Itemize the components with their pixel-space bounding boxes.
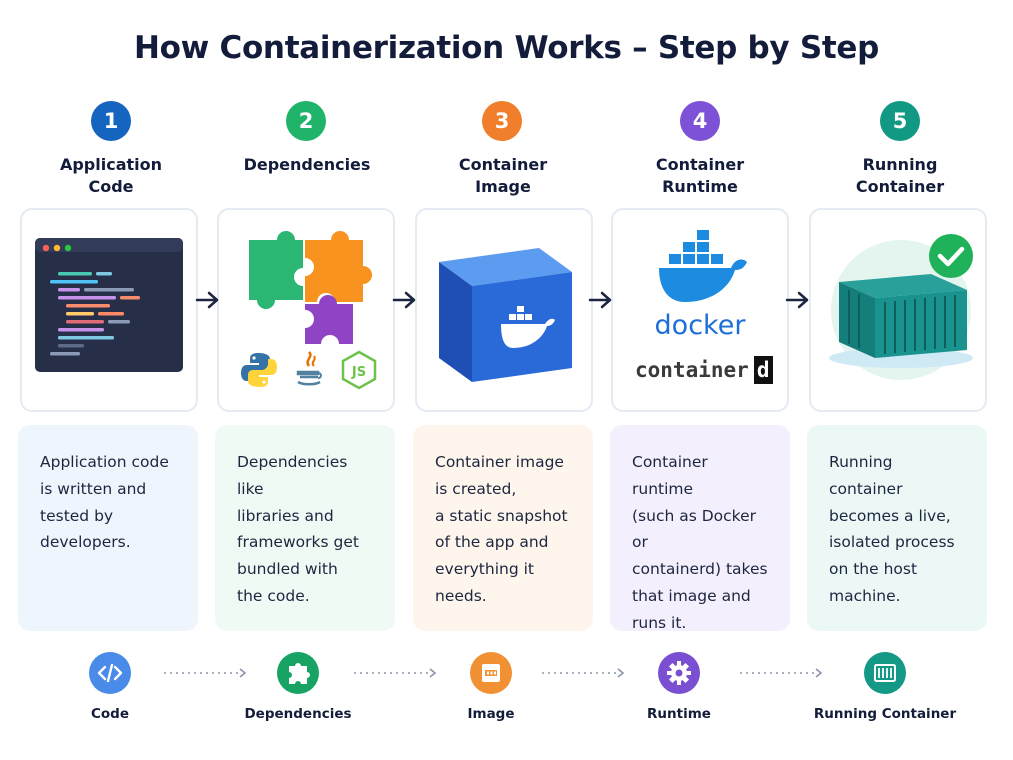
- step-number-1: 1: [91, 101, 131, 141]
- arrow-right-icon: [588, 291, 612, 309]
- bottom-label-runtime: Runtime: [647, 706, 711, 722]
- arrow-right-icon: [785, 291, 809, 309]
- description-card-4: Container runtime (such as Docker or con…: [610, 425, 790, 632]
- svg-text:JS: JS: [351, 365, 366, 380]
- step-number-5: 5: [880, 101, 920, 141]
- step-number-2: 2: [286, 101, 326, 141]
- bottom-label-code: Code: [90, 706, 129, 722]
- page-title: How Containerization Works – Step by Ste…: [134, 30, 879, 66]
- python-logo-icon: [241, 353, 277, 387]
- step-label-4: Container Runtime: [655, 155, 745, 196]
- containerd-logo: container d: [635, 356, 773, 390]
- icon-card-dependencies: JS: [217, 208, 395, 412]
- description-card-1: Application code is written and tested b…: [18, 425, 198, 631]
- step-label-5: Running Container: [855, 155, 945, 196]
- step-number-3: 3: [482, 101, 522, 141]
- dotted-arrow-icon: [354, 668, 437, 678]
- java-logo-icon: [296, 351, 322, 386]
- icon-card-container-runtime: docker container d: [611, 208, 789, 412]
- dotted-arrow-icon: [164, 668, 247, 678]
- code-editor-icon: [35, 238, 183, 372]
- step-label-2: Dependencies: [243, 155, 371, 174]
- step-label-3: Container Image: [458, 155, 548, 196]
- arrow-right-icon: [195, 291, 219, 309]
- icon-card-application-code: [20, 208, 198, 412]
- image-cube-icon: [439, 248, 572, 382]
- step-label-1: Application Code: [59, 155, 163, 196]
- description-card-3: Container image is created, a static sna…: [413, 425, 593, 631]
- dotted-arrow-icon: [740, 668, 823, 678]
- nodejs-logo-icon: JS: [341, 350, 377, 390]
- description-card-5: Running container becomes a live, isolat…: [807, 425, 987, 631]
- arrow-right-icon: [392, 291, 416, 309]
- bottom-label-image: Image: [467, 706, 515, 722]
- docker-logo-icon: docker: [655, 230, 747, 341]
- icon-card-container-image: [415, 208, 593, 412]
- image-box-icon: [470, 652, 512, 694]
- check-icon: [937, 246, 965, 267]
- bottom-label-running-container: Running Container: [813, 706, 957, 722]
- docker-wordmark: docker: [655, 310, 747, 341]
- bottom-label-dependencies: Dependencies: [244, 706, 352, 722]
- dotted-arrow-icon: [542, 668, 625, 678]
- gear-icon: [658, 652, 700, 694]
- step-number-4: 4: [680, 101, 720, 141]
- running-container-icon: [829, 234, 973, 380]
- docker-whale-icon: [501, 306, 555, 348]
- icon-card-running-container: [809, 208, 987, 412]
- description-card-2: Dependencies like libraries and framewor…: [215, 425, 395, 631]
- code-icon: [89, 652, 131, 694]
- container-icon: [864, 652, 906, 694]
- puzzle-icon: [277, 652, 319, 694]
- puzzle-pieces-icon: [249, 231, 372, 344]
